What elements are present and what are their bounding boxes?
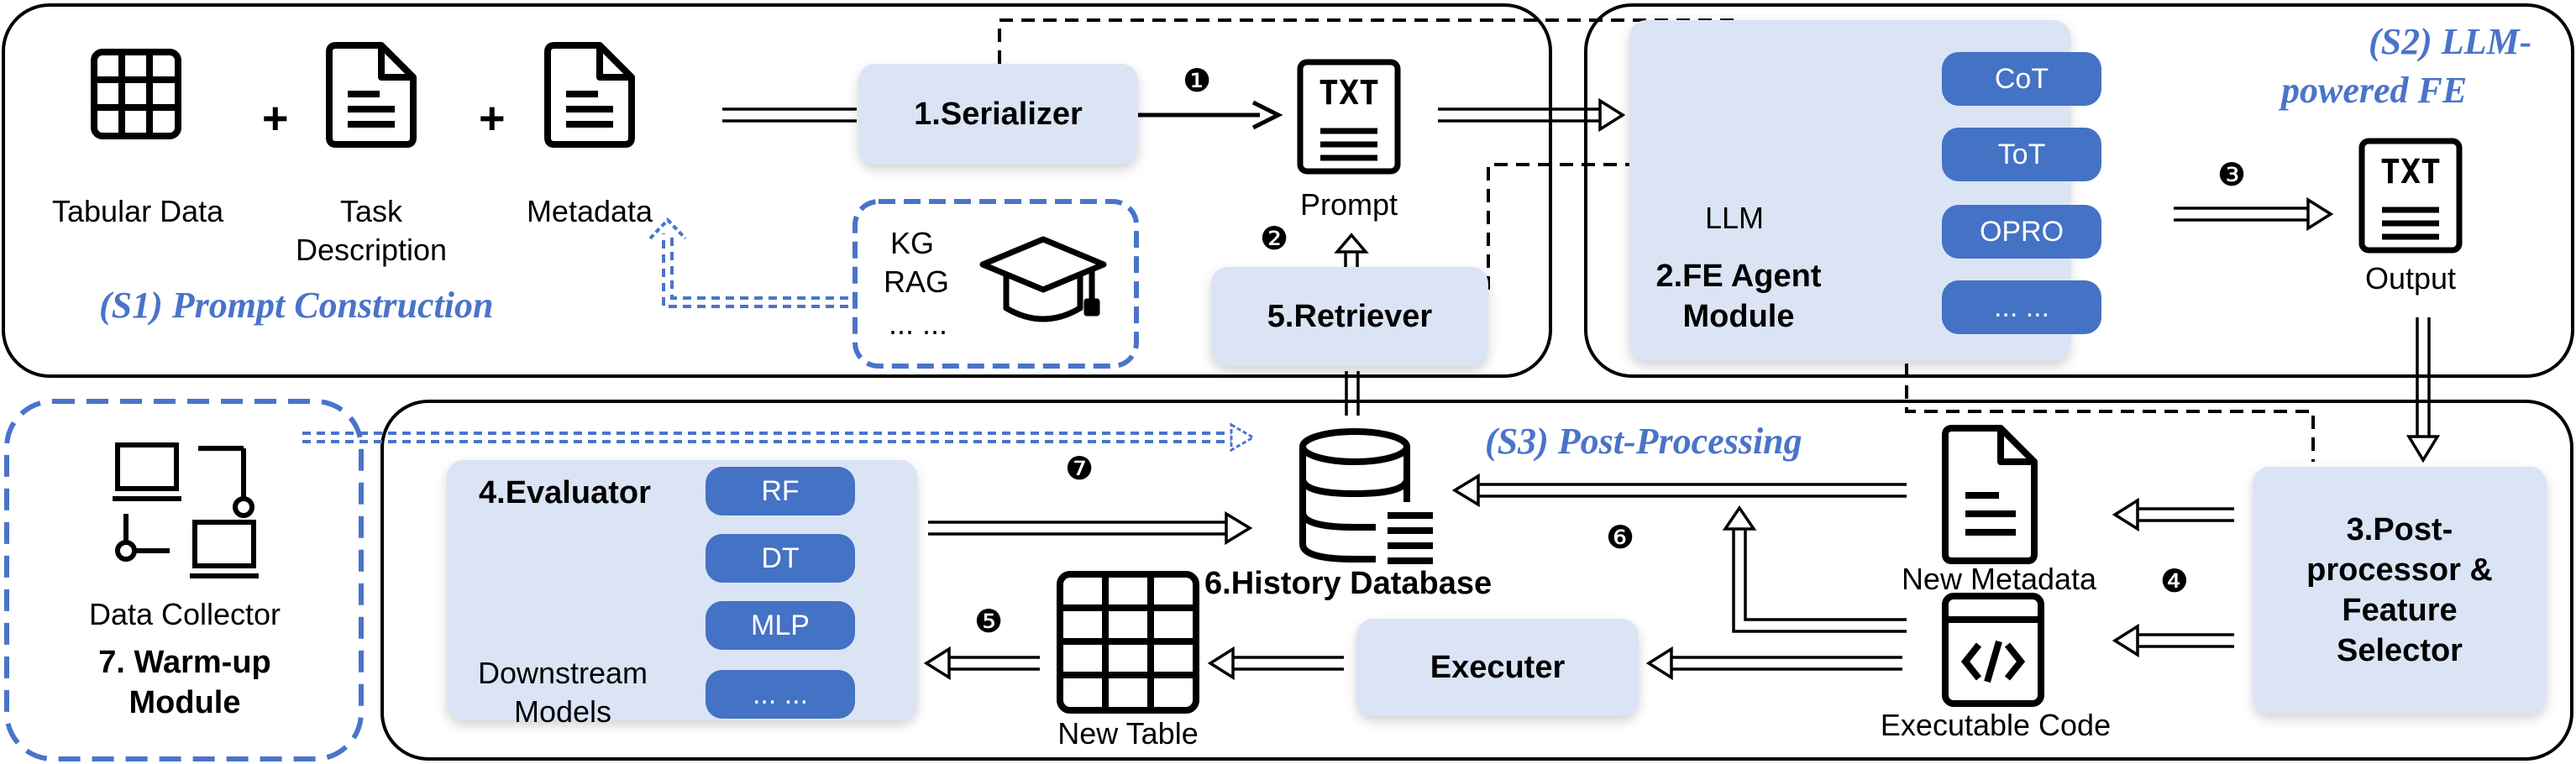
executable-code-label: Executable Code	[1880, 708, 2112, 742]
section-s1-title: (S1) Prompt Construction	[99, 285, 494, 326]
graduation-cap-icon	[979, 236, 1107, 322]
table-icon	[1057, 571, 1199, 714]
executer-to-table-arrow	[1207, 646, 1344, 681]
method-pill-opro[interactable]: OPRO	[1942, 205, 2101, 259]
document-icon	[1942, 425, 2038, 564]
llm-to-output-arrow	[2174, 196, 2334, 232]
section-s1-box	[2, 3, 1552, 378]
document-icon	[544, 42, 635, 148]
postproc-title-line2: processor &	[2306, 552, 2493, 588]
plus-sign: +	[479, 93, 506, 144]
serializer-module[interactable]: 1.Serializer	[858, 64, 1138, 165]
hollow-arrows	[722, 97, 2441, 681]
prompt-txt-text: TXT	[1318, 74, 1380, 113]
rag-label: RAG	[884, 264, 950, 299]
task-label: Task	[339, 194, 403, 228]
postproc-to-metadata-arrow	[2112, 497, 2234, 532]
llm-label: LLM	[1704, 201, 1765, 235]
description-label: Description	[295, 233, 448, 267]
method-pill-cot[interactable]: CoT	[1942, 52, 2101, 106]
fe-agent-title-line1: 2.FE Agent	[1655, 259, 1822, 294]
postproc-title-line1: 3.Post-	[2346, 512, 2453, 547]
metadata-to-serializer-arrow	[722, 107, 857, 123]
code-file-icon	[1942, 593, 2044, 707]
knowledge-box	[853, 199, 1139, 369]
postproc-title-line4: Selector	[2337, 633, 2463, 668]
code-to-history-arrow	[1722, 505, 1907, 633]
model-pill-mlp[interactable]: MLP	[706, 601, 855, 650]
serializer-to-llm-dashed	[998, 18, 1737, 76]
fe-agent-title-line2: Module	[1682, 299, 1795, 334]
model-pill-more[interactable]: ... ...	[706, 670, 855, 719]
txt-document-icon	[2358, 138, 2463, 254]
tabular-data-label: Tabular Data	[52, 194, 224, 228]
metadata-to-history-arrow	[1451, 473, 1907, 508]
prompt-label: Prompt	[1299, 187, 1398, 222]
output-label: Output	[2364, 261, 2457, 296]
section-s2-title-line1: (S2) LLM-	[2369, 21, 2532, 62]
kg-label: KG	[890, 226, 935, 260]
step-5: ❺	[974, 603, 1004, 640]
output-to-postprocessor-arrow	[2405, 317, 2441, 463]
history-database-label: 6.History Database	[1204, 566, 1493, 601]
step-6: ❻	[1606, 519, 1635, 556]
code-to-executer-arrow	[1645, 646, 1902, 681]
computer-icon	[115, 514, 259, 578]
new-metadata-label: New Metadata	[1901, 562, 2097, 596]
warmup-to-history-arrow	[302, 432, 1235, 443]
section-s3-title: (S3) Post-Processing	[1485, 421, 1802, 462]
database-icon	[1299, 428, 1433, 564]
postproc-title-line3: Feature	[2342, 593, 2458, 628]
knowledge-to-metadata-arrow	[662, 233, 848, 308]
knowledge-etc-label: ... ...	[889, 306, 948, 341]
section-s3-box	[380, 400, 2573, 761]
postprocessor-module[interactable]	[2253, 467, 2547, 714]
step-3: ❸	[2217, 156, 2247, 193]
evaluator-title: 4.Evaluator	[479, 475, 651, 510]
evaluator-to-history-arrow	[928, 510, 1253, 546]
retriever-label: 5.Retriever	[1267, 299, 1433, 334]
plus-sign: +	[262, 93, 289, 144]
prompt-to-llm-arrow	[1438, 97, 1626, 133]
data-collector-label: Data Collector	[88, 597, 281, 631]
step-1: ❶	[1183, 62, 1212, 99]
knowledge-to-metadata-arrow-inner	[670, 233, 848, 300]
step-2: ❷	[1260, 220, 1289, 257]
retriever-to-prompt-arrow	[1334, 233, 1369, 267]
metadata-label: Metadata	[526, 194, 653, 228]
output-txt-text: TXT	[2379, 153, 2442, 191]
computer-icon	[113, 442, 254, 518]
new-table-label: New Table	[1057, 716, 1199, 751]
txt-document-icon	[1297, 59, 1401, 175]
downstream-label-line2: Models	[513, 694, 612, 729]
document-icon	[326, 42, 417, 148]
history-to-retriever-arrow	[1345, 371, 1360, 416]
section-s2-title-line2: powered FE	[2281, 70, 2468, 111]
table-icon	[91, 49, 181, 139]
model-pill-rf[interactable]: RF	[706, 467, 855, 515]
executer-module[interactable]: Executer	[1356, 619, 1639, 716]
blue-dashed-arrows	[302, 217, 1257, 453]
retriever-module[interactable]: 5.Retriever	[1211, 267, 1488, 366]
warmup-title-line1: 7. Warm-up	[98, 645, 271, 680]
section-s2-box	[1584, 3, 2574, 378]
downstream-label-line1: Downstream	[477, 656, 648, 690]
postproc-to-code-arrow	[2112, 623, 2234, 658]
serializer-label: 1.Serializer	[914, 97, 1083, 132]
executer-label: Executer	[1430, 650, 1566, 685]
model-pill-dt[interactable]: DT	[706, 534, 855, 583]
warmup-title-line2: Module	[129, 685, 241, 720]
method-pill-more[interactable]: ... ...	[1942, 280, 2101, 334]
method-pill-tot[interactable]: ToT	[1942, 128, 2101, 181]
step-7: ❼	[1065, 450, 1094, 487]
table-to-evaluator-arrow	[923, 646, 1040, 681]
step-4: ❹	[2160, 563, 2190, 599]
